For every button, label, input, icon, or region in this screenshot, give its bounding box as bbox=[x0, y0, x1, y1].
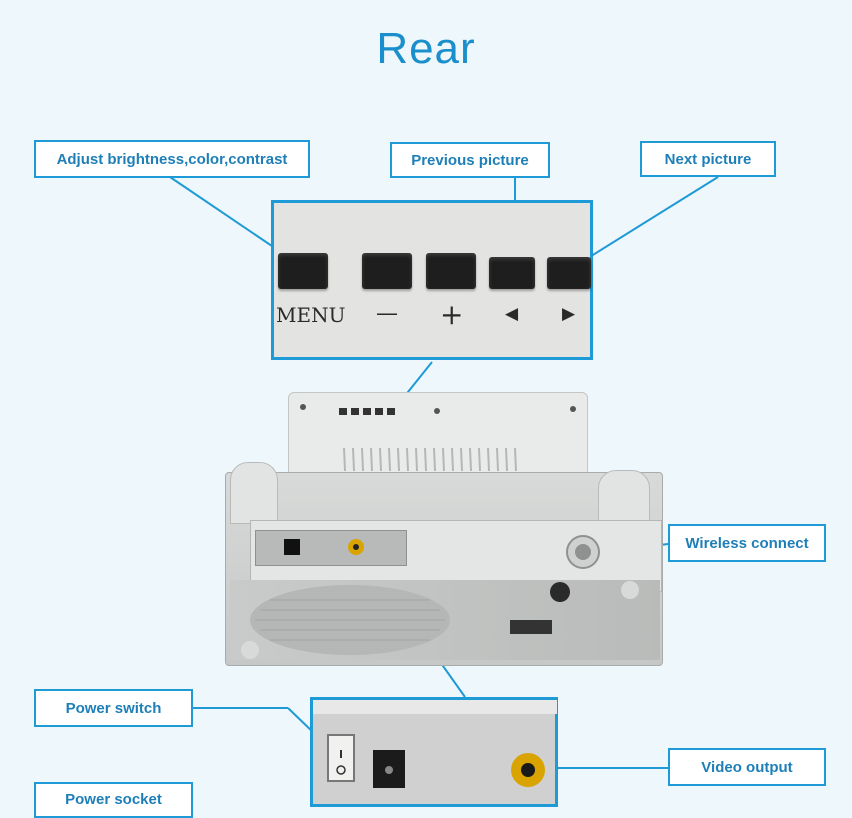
menu-button bbox=[278, 253, 328, 289]
page-title: Rear bbox=[376, 24, 476, 73]
wireless-port-icon bbox=[566, 535, 600, 569]
line-next bbox=[571, 176, 719, 269]
menu-text: MENU bbox=[276, 303, 346, 327]
label-video-output: Video output bbox=[668, 748, 826, 786]
plus-button bbox=[426, 253, 476, 289]
right-arrow-icon: ▶ bbox=[562, 304, 576, 324]
left-arrow-icon: ◀ bbox=[505, 304, 519, 324]
power-panel-closeup bbox=[310, 697, 558, 807]
minus-icon: — bbox=[376, 301, 398, 326]
next-button bbox=[547, 257, 591, 289]
plus-icon: + bbox=[440, 298, 464, 331]
label-previous: Previous picture bbox=[390, 142, 550, 178]
button-panel-closeup: MENU — + ◀ ▶ bbox=[271, 200, 593, 360]
previous-button bbox=[489, 257, 535, 289]
label-adjust: Adjust brightness,color,contrast bbox=[34, 140, 310, 178]
label-power-socket: Power socket bbox=[34, 782, 193, 818]
ports-plate bbox=[255, 530, 407, 566]
label-next: Next picture bbox=[640, 141, 776, 177]
minus-button bbox=[362, 253, 412, 289]
label-wireless: Wireless connect bbox=[668, 524, 826, 562]
device-left-stand bbox=[230, 462, 278, 524]
label-power-switch: Power switch bbox=[34, 689, 193, 727]
device-bottom bbox=[230, 580, 660, 660]
